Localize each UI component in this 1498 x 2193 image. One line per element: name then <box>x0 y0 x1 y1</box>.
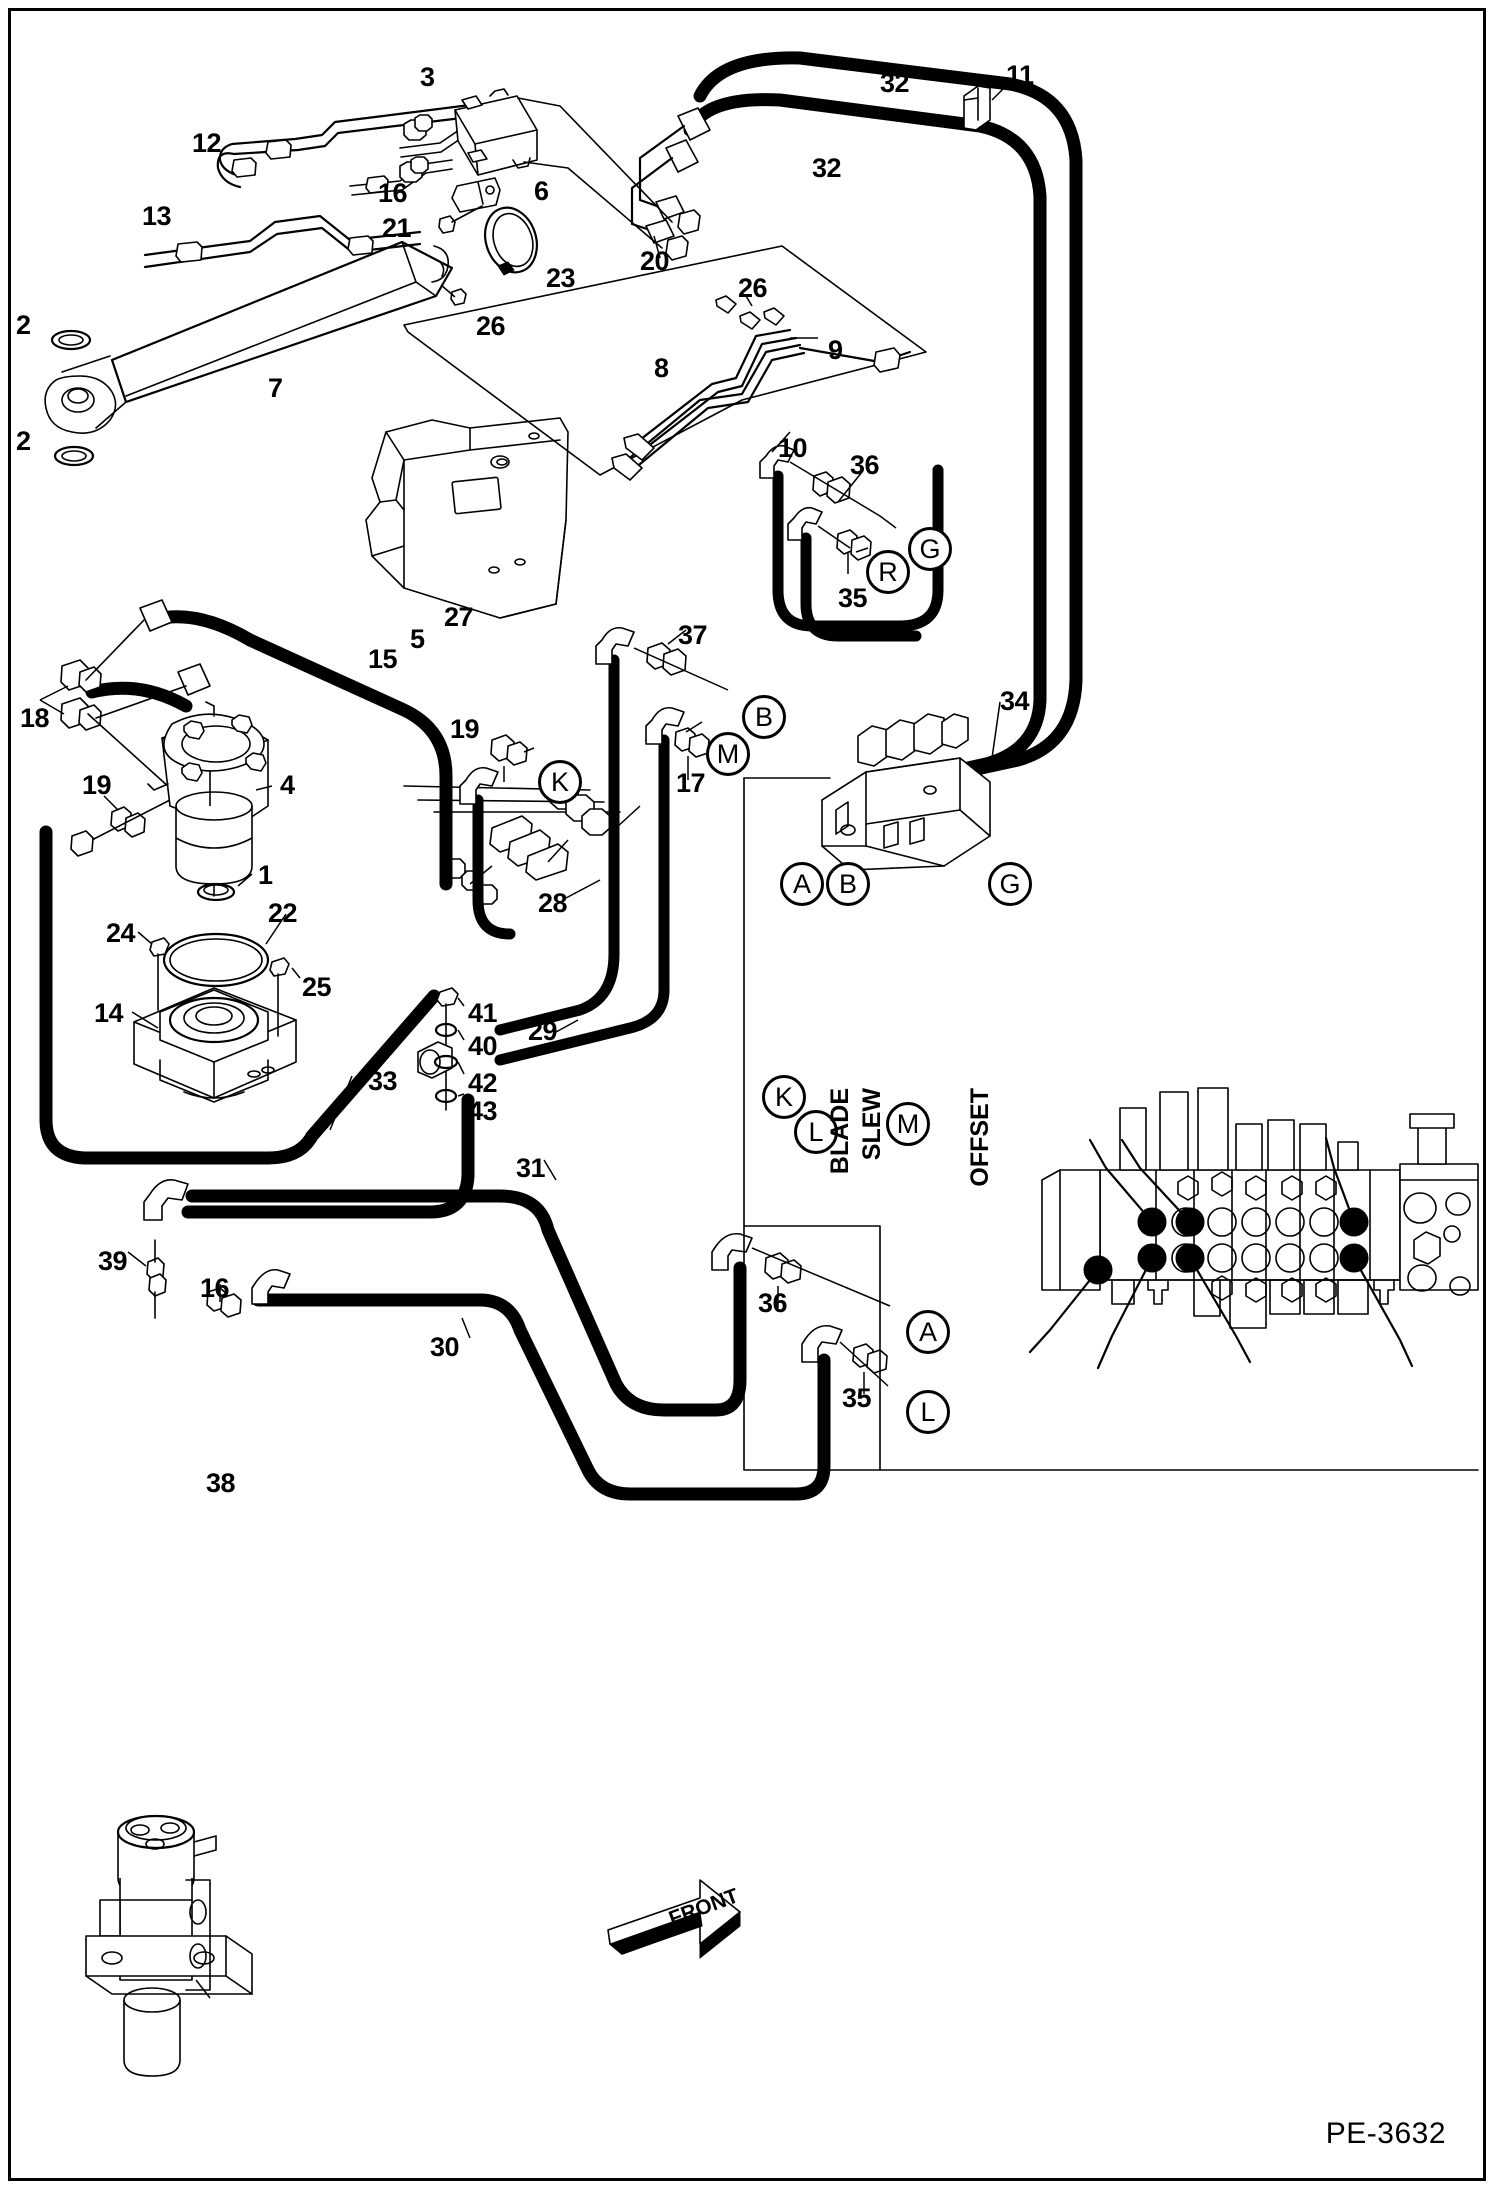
valve-detail-front-view <box>1028 1087 1479 1370</box>
callout-36-b: 36 <box>758 1288 788 1318</box>
callout-17: 17 <box>676 768 706 798</box>
tube-8-9-group <box>611 295 912 481</box>
callout-38: 38 <box>206 1468 236 1498</box>
part-2-seal-upper <box>50 329 92 351</box>
callout-8: 8 <box>654 353 669 383</box>
callout-33: 33 <box>368 1066 398 1096</box>
port-circle-B: B <box>742 695 786 739</box>
callout-36-a: 36 <box>850 450 880 480</box>
callout-24: 24 <box>106 918 136 948</box>
cylinder-7 <box>44 240 454 434</box>
bolt-set-5-15-27 <box>403 782 641 905</box>
callout-37: 37 <box>678 620 708 650</box>
callout-14: 14 <box>94 998 124 1028</box>
callout-4: 4 <box>280 770 295 800</box>
clamp-stack-40-43 <box>417 987 465 1111</box>
callout-12: 12 <box>192 128 222 158</box>
callout-27: 27 <box>444 602 474 632</box>
callout-19-a: 19 <box>450 714 480 744</box>
callout-43: 43 <box>468 1096 498 1126</box>
machine-frame-body <box>365 417 569 619</box>
callout-29: 29 <box>528 1016 558 1046</box>
callout-7: 7 <box>268 373 283 403</box>
part-22-oring <box>162 913 287 988</box>
part-21-bolt <box>438 215 456 234</box>
callout-9: 9 <box>828 335 843 365</box>
sheet-number: PE-3632 <box>1325 2117 1446 2150</box>
port-circle-R: R <box>866 550 910 594</box>
part-2-seal-lower <box>53 445 95 467</box>
callout-22: 22 <box>268 898 298 928</box>
part-1-ring <box>196 873 253 902</box>
callout-19-b: 19 <box>82 770 112 800</box>
bolt-25 <box>269 957 301 1037</box>
bolt-24 <box>137 931 170 1011</box>
callout-35-a: 35 <box>838 583 868 613</box>
callout-1: 1 <box>258 860 273 890</box>
hose-31-33 <box>39 825 891 1501</box>
callout-16-b: 16 <box>200 1273 230 1303</box>
callout-21: 21 <box>382 213 412 243</box>
callout-30: 30 <box>430 1332 460 1362</box>
valve-port-circle-M: M <box>886 1102 930 1146</box>
callout-28: 28 <box>538 888 568 918</box>
valve-port-circle-K: K <box>762 1075 806 1119</box>
callout-40: 40 <box>468 1031 498 1061</box>
callout-16-a: 16 <box>378 178 408 208</box>
swivel-38 <box>85 1814 253 2077</box>
hose-G-R <box>759 431 944 642</box>
part-6-clamp <box>451 177 501 213</box>
valve-function-offset: OFFSET <box>966 1088 994 1187</box>
callout-35-b: 35 <box>842 1383 872 1413</box>
callout-32-b: 32 <box>812 153 842 183</box>
top-tubeline-group <box>44 88 538 467</box>
valve-detail-inset-frame <box>743 777 1479 1471</box>
callout-20: 20 <box>640 246 670 276</box>
hose-28-29 <box>459 626 729 1066</box>
port-circle-M: M <box>706 732 750 776</box>
callout-10: 10 <box>778 433 808 463</box>
motor-4-assembly <box>39 599 453 897</box>
valve-port-circle-A: A <box>780 862 824 906</box>
callout-6: 6 <box>534 176 549 206</box>
drawing-border <box>8 8 1486 2181</box>
callout-39: 39 <box>98 1246 128 1276</box>
callout-34: 34 <box>1000 686 1030 716</box>
port-circle-L-detail: L <box>906 1390 950 1434</box>
callout-25: 25 <box>302 972 332 1002</box>
valve-block-3 <box>454 88 538 176</box>
callout-3: 3 <box>420 62 435 92</box>
callout-23: 23 <box>546 263 576 293</box>
port-circle-K: K <box>538 760 582 804</box>
port-circle-A-detail: A <box>906 1310 950 1354</box>
callout-13: 13 <box>142 201 172 231</box>
callout-18: 18 <box>20 703 50 733</box>
callout-42: 42 <box>468 1068 498 1098</box>
valve-port-circle-L: L <box>794 1110 838 1154</box>
valve-function-blade: BLADE <box>826 1088 854 1175</box>
valve-function-slew: SLEW <box>858 1088 886 1161</box>
valve-port-circle-B: B <box>826 862 870 906</box>
part-11-clip <box>963 83 1009 131</box>
front-arrow: FRONT <box>607 1879 742 1960</box>
control-valve-34 <box>821 701 1001 871</box>
callout-26-a: 26 <box>738 273 768 303</box>
callout-15: 15 <box>368 644 398 674</box>
callout-32-a: 32 <box>880 68 910 98</box>
port-circle-G: G <box>908 527 952 571</box>
gearbox-14 <box>131 987 297 1103</box>
callout-5: 5 <box>410 624 425 654</box>
part-23-clamp-ring <box>484 206 538 276</box>
callout-41: 41 <box>468 998 498 1028</box>
callout-2-a: 2 <box>16 310 31 340</box>
valve-port-circle-G: G <box>988 862 1032 906</box>
callout-2-b: 2 <box>16 426 31 456</box>
callout-31: 31 <box>516 1153 546 1183</box>
callout-11: 11 <box>1006 60 1034 90</box>
callout-26-b: 26 <box>476 311 506 341</box>
hose-32 <box>517 51 1083 799</box>
